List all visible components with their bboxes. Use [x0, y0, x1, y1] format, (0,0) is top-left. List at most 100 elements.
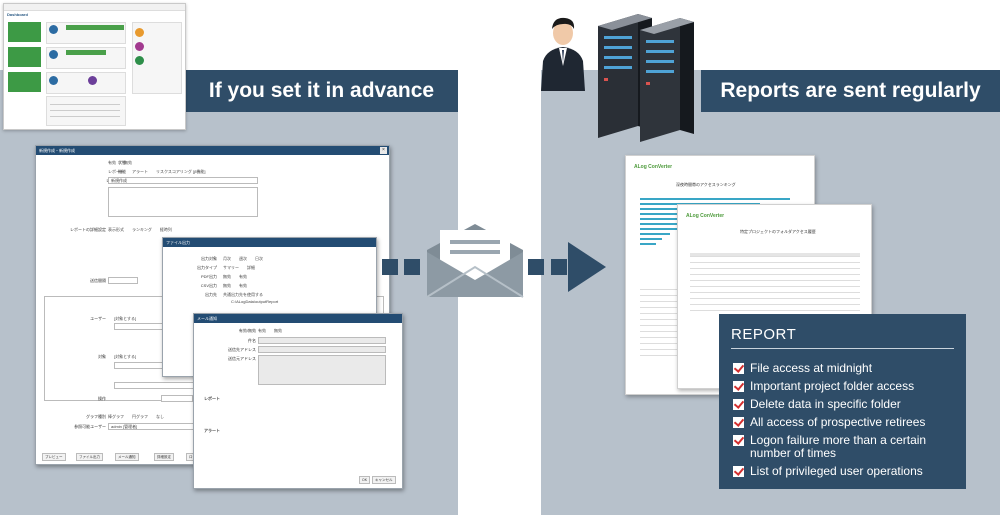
checkbox-checked-icon — [733, 435, 744, 446]
list-item-label: File access at midnight — [750, 361, 873, 375]
dashboard-bar — [66, 50, 106, 55]
list-item-label: Delete data in specific folder — [750, 397, 901, 411]
report-name-input[interactable]: 新規作成 — [108, 177, 258, 184]
row-label: グラフ種別 — [86, 414, 106, 419]
report-row — [690, 301, 860, 305]
checkbox-checked-icon — [733, 466, 744, 477]
close-icon[interactable]: × — [380, 147, 387, 154]
divider — [731, 348, 954, 349]
row-value: [対象とする] — [114, 316, 137, 321]
dialog-title-text: 新規作成・新規作成 — [39, 148, 75, 153]
list-item: File access at midnight — [733, 362, 961, 375]
row-value[interactable]: 無効 有効 — [223, 283, 247, 288]
report-row — [690, 265, 860, 269]
row-value[interactable]: 無効 有効 — [223, 274, 247, 279]
list-item: Delete data in specific folder — [733, 398, 961, 411]
target-input[interactable] — [114, 382, 199, 389]
dashboard-line — [50, 110, 120, 111]
row-value: [対象とする] — [114, 354, 137, 359]
report-name-value: 新規作成 — [111, 178, 127, 183]
row-value[interactable]: 有効 無効 — [258, 328, 282, 333]
from-address-input[interactable] — [258, 355, 386, 385]
report-title: 深夜時間帯のアクセスランキング — [676, 182, 736, 187]
checkbox-checked-icon — [733, 381, 744, 392]
mail-notify-dialog-title: メール通知 — [194, 314, 402, 323]
operation-select[interactable] — [161, 395, 193, 402]
report-row — [690, 307, 860, 311]
file-output-dialog-title: ファイル出力 — [163, 238, 376, 247]
row-value[interactable]: 表示形式 ランキング 経時列 — [108, 227, 172, 232]
arrow-dash — [382, 259, 398, 275]
row-label: 機能 — [118, 169, 126, 174]
envelope-icon — [426, 224, 524, 298]
row-label: ユーザー — [90, 316, 106, 321]
arrow-dash — [528, 259, 544, 275]
dashboard-bar — [66, 25, 124, 30]
report-row — [690, 259, 860, 263]
file-output-button[interactable]: ファイル出力 — [76, 453, 103, 461]
mail-notify-dialog: メール通知 有効/無効 有効 無効 件名 送信先アドレス 送信元アドレス レポー… — [193, 313, 403, 489]
row-value[interactable]: 共通出力先を使用する — [223, 292, 263, 297]
report-summary-box: REPORT File access at midnight Important… — [719, 314, 966, 489]
list-item: List of privileged user operations — [733, 465, 961, 478]
dashboard-status-icon — [135, 56, 144, 65]
row-label: 状態 — [118, 160, 126, 165]
row-value[interactable]: サマリー 詳細 — [223, 265, 255, 270]
cancel-button[interactable]: キャンセル — [372, 476, 396, 484]
right-panel-header: Reports are sent regularly — [701, 70, 1000, 112]
row-label: レポートの詳細設定 — [70, 227, 106, 232]
interval-select[interactable] — [108, 277, 138, 284]
dashboard-tile — [8, 22, 41, 42]
checkbox-checked-icon — [733, 417, 744, 428]
row-label: 送信元アドレス — [228, 356, 256, 361]
viewer-user-input[interactable]: admin [管理者] — [108, 423, 198, 430]
report-bar — [640, 243, 656, 245]
section-label: アラート — [204, 428, 220, 433]
row-label: 件名 — [248, 338, 256, 343]
report-brand: ALog ConVerter — [686, 213, 725, 219]
row-value[interactable]: レポート アラート リスクスコアリング [β機能] — [108, 169, 206, 174]
report-title: 特定プロジェクトのフォルダアクセス履歴 — [740, 229, 816, 234]
row-label: 操作 — [98, 396, 106, 401]
dashboard-status-icon — [49, 76, 58, 85]
report-bar — [640, 218, 710, 220]
arrow-dash — [551, 259, 567, 275]
row-value[interactable]: 月次 週次 日次 — [223, 256, 263, 261]
report-row — [690, 283, 860, 287]
report-bar — [640, 223, 698, 225]
detail-settings-button[interactable]: 詳細設定 — [154, 453, 174, 461]
dashboard-line — [50, 104, 120, 105]
row-label: 対象 — [98, 354, 106, 359]
report-bar — [640, 198, 790, 200]
row-value[interactable]: 有効 無効 — [108, 160, 132, 165]
report-list: File access at midnight Important projec… — [733, 362, 961, 483]
row-label: CSV出力 — [200, 283, 217, 288]
report-row — [690, 253, 860, 257]
row-label: 送信間隔 — [90, 278, 106, 283]
left-panel-header: If you set it in advance — [185, 70, 458, 112]
report-brand: ALog ConVerter — [634, 164, 673, 170]
list-item-label: Important project folder access — [750, 379, 915, 393]
dashboard-status-icon — [135, 28, 144, 37]
checkbox-checked-icon — [733, 399, 744, 410]
list-item-label: All access of prospective retirees — [750, 415, 926, 429]
mail-notify-button[interactable]: メール通知 — [115, 453, 139, 461]
row-label: 出力対象 — [201, 256, 217, 261]
server-rack-icon — [598, 14, 694, 142]
row-label: 出力先 — [205, 292, 217, 297]
to-address-input[interactable] — [258, 346, 386, 353]
dashboard-status-icon — [49, 25, 58, 34]
preview-button[interactable]: プレビュー — [42, 453, 66, 461]
row-label: 送信先アドレス — [228, 347, 256, 352]
report-row — [690, 289, 860, 293]
report-bar — [640, 233, 670, 235]
report-box-title: REPORT — [731, 326, 797, 343]
dashboard-title: Dashboard — [7, 12, 28, 17]
row-label: PDF出力 — [201, 274, 217, 279]
row-value[interactable]: 棒グラフ 円グラフ なし — [108, 414, 164, 419]
ok-button[interactable]: OK — [359, 476, 371, 484]
description-textarea[interactable] — [108, 187, 258, 217]
arrow-dash — [404, 259, 420, 275]
subject-input[interactable] — [258, 337, 386, 344]
dashboard-tile — [8, 47, 41, 67]
